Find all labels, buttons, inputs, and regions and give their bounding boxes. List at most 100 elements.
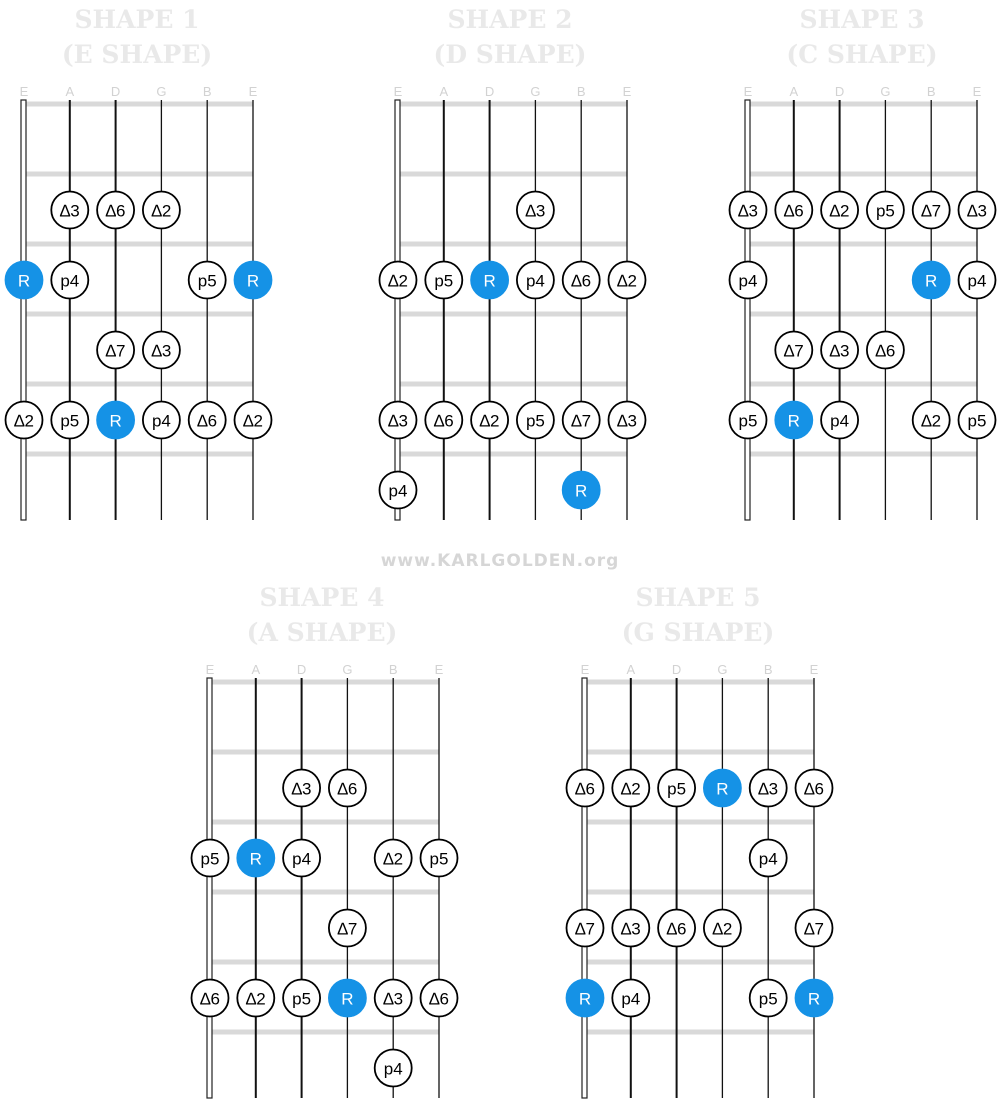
string-label: D <box>111 84 120 99</box>
note-label: R <box>716 780 728 799</box>
string-label: A <box>789 84 798 99</box>
note-label: ∆7 <box>575 920 595 939</box>
note-label: p4 <box>389 482 408 501</box>
note-label: ∆2 <box>621 780 641 799</box>
note-circle <box>378 260 418 300</box>
note-marker: p5 <box>957 400 997 440</box>
note-label: R <box>18 272 30 291</box>
note-marker: ∆6 <box>327 768 367 808</box>
note-marker: ∆2 <box>470 400 510 440</box>
note-label: p5 <box>292 990 311 1009</box>
note-label: ∆2 <box>921 412 941 431</box>
shape-subtitle: (C SHAPE) <box>786 40 937 69</box>
note-circle <box>866 330 905 370</box>
root-note-marker: R <box>703 768 742 808</box>
note-marker: ∆6 <box>561 260 601 300</box>
shape-subtitle: (E SHAPE) <box>62 40 212 69</box>
note-label: ∆2 <box>243 412 263 431</box>
note-label: R <box>579 990 591 1009</box>
note-circle <box>327 908 367 948</box>
note-marker: p4 <box>378 470 418 510</box>
note-label: p4 <box>60 272 79 291</box>
string-label: E <box>20 84 29 99</box>
note-label: ∆3 <box>388 412 408 431</box>
string-label: E <box>810 662 819 677</box>
note-label: ∆3 <box>830 342 850 361</box>
note-marker: ∆6 <box>187 400 227 440</box>
note-marker: ∆3 <box>820 330 859 370</box>
string-label: D <box>835 84 844 99</box>
string-label: E <box>394 84 403 99</box>
note-circle <box>4 400 44 440</box>
note-circle <box>561 260 601 300</box>
note-marker: p4 <box>282 838 322 878</box>
note-label: R <box>925 272 937 291</box>
note-marker: p5 <box>728 400 768 440</box>
note-label: ∆6 <box>804 780 824 799</box>
note-marker: ∆7 <box>561 400 601 440</box>
note-circle <box>911 260 951 300</box>
note-label: ∆2 <box>383 850 403 869</box>
note-circle <box>282 768 322 808</box>
note-circle <box>50 400 90 440</box>
root-note-marker: R <box>911 260 951 300</box>
note-label: ∆6 <box>434 412 454 431</box>
note-circle <box>561 470 601 510</box>
note-label: ∆3 <box>967 202 987 221</box>
note-circle <box>470 260 510 300</box>
note-circle <box>378 400 418 440</box>
note-label: ∆3 <box>151 342 171 361</box>
string-label: A <box>65 84 74 99</box>
note-label: R <box>788 412 800 431</box>
note-marker: p4 <box>728 260 768 300</box>
note-marker: p5 <box>657 768 696 808</box>
note-circle <box>187 400 227 440</box>
note-label: ∆7 <box>337 920 357 939</box>
note-circle <box>866 190 905 230</box>
note-label: p4 <box>292 850 311 869</box>
note-label: ∆6 <box>875 342 895 361</box>
note-circle <box>728 400 768 440</box>
note-marker: ∆2 <box>611 768 651 808</box>
note-circle <box>728 260 768 300</box>
note-label: ∆6 <box>571 272 591 291</box>
note-circle <box>774 330 814 370</box>
note-circle <box>774 400 814 440</box>
note-label: R <box>808 990 820 1009</box>
note-circle <box>190 838 230 878</box>
note-circle <box>516 190 555 230</box>
note-label: p5 <box>739 412 758 431</box>
note-label: ∆6 <box>429 990 449 1009</box>
note-circle <box>911 400 951 440</box>
note-marker: p5 <box>516 400 555 440</box>
nut-edge <box>581 677 588 1099</box>
note-label: p4 <box>152 412 171 431</box>
note-label: ∆3 <box>621 920 641 939</box>
note-marker: ∆6 <box>565 768 605 808</box>
string-label: A <box>626 662 635 677</box>
root-note-marker: R <box>470 260 510 300</box>
note-label: R <box>109 412 121 431</box>
note-circle <box>516 400 555 440</box>
note-label: p5 <box>430 850 449 869</box>
note-marker: ∆6 <box>419 978 459 1018</box>
note-marker: p4 <box>957 260 997 300</box>
note-circle <box>561 400 601 440</box>
note-marker: ∆3 <box>50 190 90 230</box>
note-label: ∆7 <box>804 920 824 939</box>
note-label: ∆3 <box>617 412 637 431</box>
note-label: p5 <box>876 202 895 221</box>
watermark: www.KARLGOLDEN.org <box>381 551 620 571</box>
note-label: ∆7 <box>571 412 591 431</box>
root-note-marker: R <box>565 978 605 1018</box>
note-marker: ∆7 <box>774 330 814 370</box>
root-note-marker: R <box>4 260 44 300</box>
note-marker: p4 <box>50 260 90 300</box>
note-circle <box>957 190 997 230</box>
note-circle <box>327 978 367 1018</box>
root-note-marker: R <box>236 838 276 878</box>
note-label: p5 <box>60 412 79 431</box>
note-label: ∆6 <box>197 412 217 431</box>
note-circle <box>911 190 951 230</box>
